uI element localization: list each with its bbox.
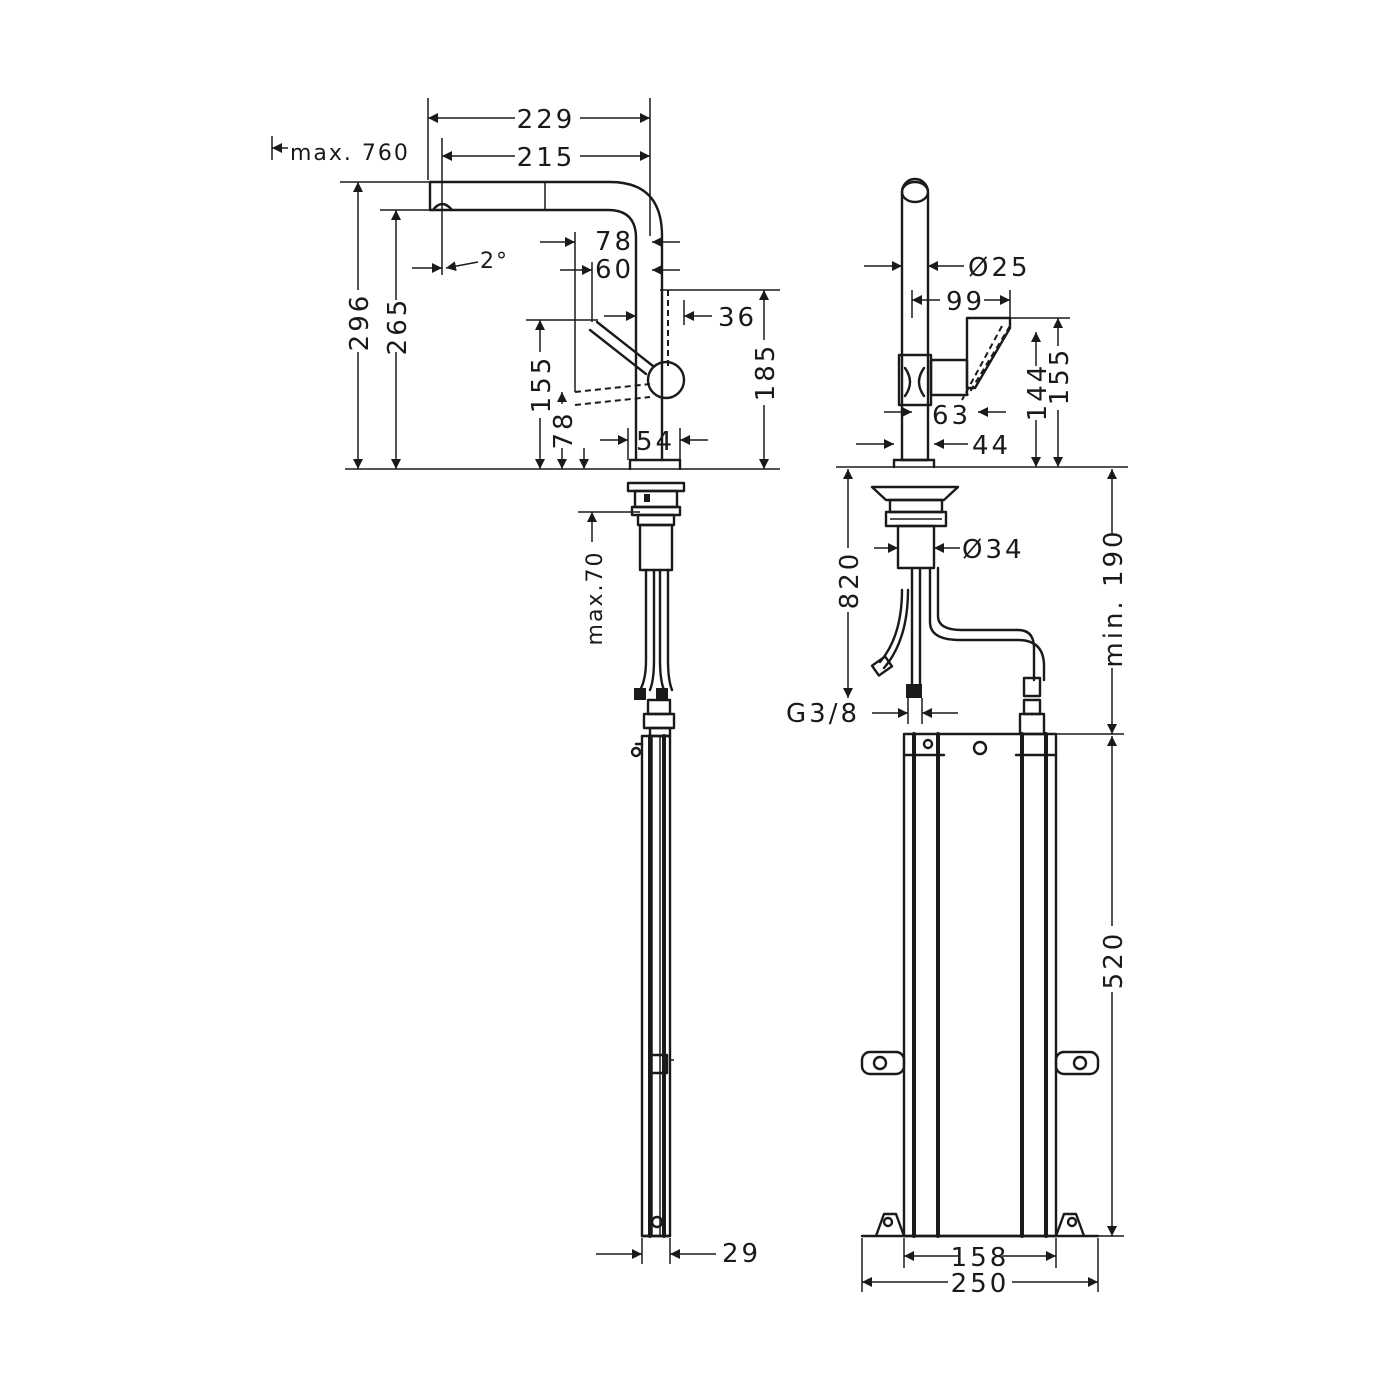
dim-265: 265: [383, 297, 413, 356]
dim-250: 250: [951, 1269, 1010, 1299]
faucet-front-view: [836, 177, 1128, 1238]
dim-dia-34: Ø34: [962, 535, 1025, 565]
dim-29: 29: [722, 1239, 761, 1269]
dim-185: 185: [751, 343, 781, 402]
dim-158: 158: [951, 1243, 1010, 1273]
dim-78: 78: [595, 227, 634, 257]
dim-215: 215: [517, 143, 576, 173]
right-dimensions: [843, 261, 1124, 1292]
dim-min-190: min. 190: [1099, 528, 1129, 667]
dim-155: 155: [527, 355, 557, 414]
dim-44: 44: [972, 431, 1011, 461]
dim-36: 36: [718, 303, 757, 333]
dim-thread-g38: G3/8: [786, 699, 860, 729]
dim-820: 820: [835, 551, 865, 610]
left-dimensions: [271, 98, 780, 1264]
dim-99: 99: [946, 287, 985, 317]
dim-155-front: 155: [1045, 347, 1075, 406]
dim-78-vertical: 78: [549, 410, 579, 449]
dim-max-760: max. 760: [290, 141, 410, 166]
faucet-side-view: [345, 180, 780, 1238]
dim-296: 296: [345, 293, 375, 352]
dim-dia-25: Ø25: [968, 253, 1031, 283]
dim-max-70: max.70: [583, 551, 608, 646]
dim-60: 60: [595, 255, 634, 285]
dim-144: 144: [1023, 363, 1053, 422]
dim-54: 54: [636, 427, 675, 457]
dim-520: 520: [1099, 931, 1129, 990]
dim-63: 63: [932, 401, 971, 431]
dim-229: 229: [517, 105, 576, 135]
dim-angle: 2°: [480, 249, 509, 274]
